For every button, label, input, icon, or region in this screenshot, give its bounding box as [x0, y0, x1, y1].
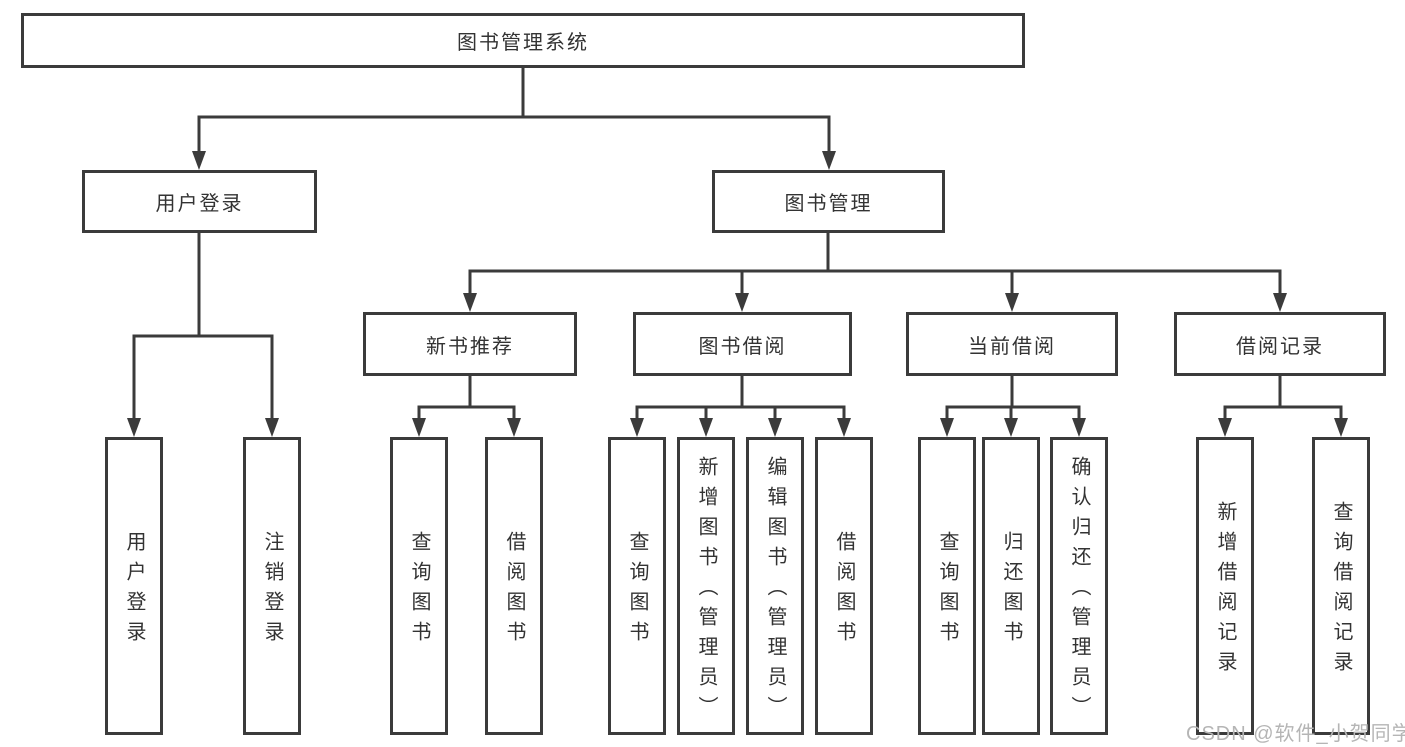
connector-path [417, 374, 516, 422]
arrowhead-icon [265, 418, 279, 437]
leaf-query-books-current: 查询图书 [918, 437, 976, 735]
arrowhead-icon [1334, 418, 1348, 437]
arrowhead-icon [768, 418, 782, 437]
connector-path [197, 66, 831, 155]
node-library-management-system: 图书管理系统 [21, 13, 1025, 68]
node-new-book-recommendation: 新书推荐 [363, 312, 577, 376]
arrowhead-icon [940, 418, 954, 437]
leaf-edit-book-admin: 编辑图书（管理员） [746, 437, 804, 735]
arrowhead-icon [1004, 418, 1018, 437]
connector-root-to-level2 [197, 66, 831, 155]
leaf-query-books-borrow: 查询图书 [608, 437, 666, 735]
leaf-label: 查询图书 [626, 531, 648, 651]
leaf-label: 用户登录 [123, 531, 145, 651]
node-label: 当前借阅 [968, 335, 1056, 358]
leaf-label: 借阅图书 [503, 531, 525, 651]
leaf-add-book-admin: 新增图书（管理员） [677, 437, 735, 735]
leaf-label: 编辑图书（管理员） [764, 456, 786, 726]
arrowhead-icon [1005, 293, 1019, 312]
watermark: CSDN @软件_小贺同学 [1186, 723, 1405, 745]
arrowhead-icon [192, 151, 206, 170]
connector-path [132, 231, 274, 422]
node-book-management: 图书管理 [712, 170, 945, 233]
node-label: 用户登录 [155, 193, 244, 215]
arrowhead-icon [507, 418, 521, 437]
leaf-query-books-recommend: 查询图书 [390, 437, 448, 735]
node-label: 图书借阅 [698, 335, 787, 358]
arrowhead-icon [630, 418, 644, 437]
node-label: 图书管理系统 [457, 32, 589, 54]
leaf-label: 注销登录 [261, 531, 283, 651]
connector-path [1223, 374, 1343, 422]
leaf-add-borrow-record: 新增借阅记录 [1196, 437, 1254, 735]
leaf-label: 归还图书 [1000, 531, 1022, 651]
leaf-label: 查询图书 [408, 531, 430, 651]
leaf-query-borrow-record: 查询借阅记录 [1312, 437, 1370, 735]
leaf-label: 查询借阅记录 [1330, 501, 1352, 681]
node-label: 借阅记录 [1236, 335, 1324, 358]
arrowhead-icon [1273, 293, 1287, 312]
leaf-return-book: 归还图书 [982, 437, 1040, 735]
arrowhead-icon [1072, 418, 1086, 437]
arrowhead-icon [412, 418, 426, 437]
connector-new-book-children [417, 374, 516, 422]
connector-path [635, 374, 846, 422]
arrowhead-icon [463, 293, 477, 312]
arrowhead-icon [699, 418, 713, 437]
connector-borrow-record-children [1223, 374, 1343, 422]
leaf-user-login: 用户登录 [105, 437, 163, 735]
connector-path [468, 231, 1282, 297]
leaf-label: 确认归还（管理员） [1068, 456, 1090, 726]
connector-path [945, 374, 1081, 422]
leaf-borrow-books: 借阅图书 [815, 437, 873, 735]
connector-current-borrow-children [945, 374, 1081, 422]
leaf-label: 查询图书 [936, 531, 958, 651]
leaf-logout: 注销登录 [243, 437, 301, 735]
node-label: 新书推荐 [426, 335, 514, 358]
node-book-borrowing: 图书借阅 [633, 312, 852, 376]
node-current-borrowing: 当前借阅 [906, 312, 1118, 376]
arrowhead-icon [822, 151, 836, 170]
node-borrowing-records: 借阅记录 [1174, 312, 1386, 376]
arrowhead-icon [1218, 418, 1232, 437]
leaf-borrow-books-recommend: 借阅图书 [485, 437, 543, 735]
leaf-confirm-return-admin: 确认归还（管理员） [1050, 437, 1108, 735]
connector-book-borrow-children [635, 374, 846, 422]
arrowhead-icon [127, 418, 141, 437]
connector-user-login-children [132, 231, 274, 422]
leaf-label: 借阅图书 [833, 531, 855, 651]
leaf-label: 新增借阅记录 [1214, 501, 1236, 681]
leaf-label: 新增图书（管理员） [695, 456, 717, 726]
arrowhead-icon [735, 293, 749, 312]
node-user-login: 用户登录 [82, 170, 317, 233]
arrowheads [127, 151, 1348, 437]
arrowhead-icon [837, 418, 851, 437]
connector-book-management-children [468, 231, 1282, 297]
node-label: 图书管理 [784, 193, 873, 215]
